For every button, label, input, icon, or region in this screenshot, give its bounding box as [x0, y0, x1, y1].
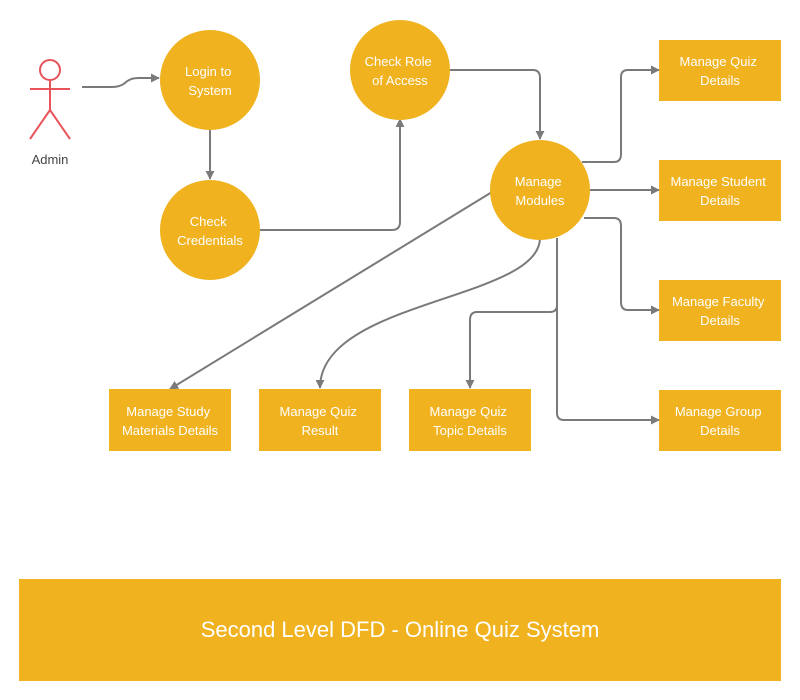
- process-manage-modules-label: Manage Modules: [515, 174, 566, 208]
- entity-faculty-details-label: Manage Faculty Details: [672, 294, 768, 328]
- process-check-credentials-line-1: Check: [190, 214, 227, 229]
- process-login-shape: [160, 30, 260, 130]
- process-manage-modules-line-1: Manage: [515, 174, 562, 189]
- entity-student-details-line-1: Manage Student: [670, 174, 766, 189]
- entity-group-details-label: Manage Group Details: [675, 404, 765, 438]
- process-login: Login to System: [160, 30, 260, 130]
- entity-quiz-result-shape: [259, 389, 381, 451]
- entity-quiz-result-line-1: Manage Quiz: [280, 404, 357, 419]
- entity-faculty-details: Manage Faculty Details: [659, 280, 781, 341]
- diagram-title: Second Level DFD - Online Quiz System: [200, 617, 600, 642]
- process-manage-modules: Manage Modules: [490, 140, 590, 240]
- edge-credentials-to-role: [260, 118, 405, 231]
- process-check-credentials-shape: [160, 180, 260, 280]
- process-manage-modules-shape: [490, 140, 590, 240]
- entity-quiz-result-label: Manage Quiz Result: [280, 404, 361, 438]
- edge-modules-to-group-details: [556, 238, 660, 425]
- entity-quiz-result: Manage Quiz Result: [259, 389, 381, 451]
- process-check-credentials-label: Check Credentials: [177, 214, 243, 248]
- entity-quiz-details-line-2: Details: [700, 73, 740, 88]
- edge-modules-to-quiz-result: [315, 237, 541, 389]
- entity-faculty-details-shape: [659, 280, 781, 341]
- entity-quiz-topic-details-line-2: Topic Details: [433, 423, 507, 438]
- actor-right-leg: [49, 109, 71, 140]
- process-check-role-shape: [350, 20, 450, 120]
- process-login-line-2: System: [188, 83, 231, 98]
- entity-faculty-details-line-1: Manage Faculty: [672, 294, 765, 309]
- entity-study-materials-details-label: Manage Study Materials Details: [122, 404, 219, 438]
- entity-group-details-line-1: Manage Group: [675, 404, 762, 419]
- entity-quiz-details-line-1: Manage Quiz: [680, 54, 757, 69]
- entity-group-details: Manage Group Details: [659, 390, 781, 451]
- entity-quiz-details-shape: [659, 40, 781, 101]
- process-check-credentials: Check Credentials: [160, 180, 260, 280]
- process-check-role: Check Role of Access: [350, 20, 450, 120]
- entity-quiz-details: Manage Quiz Details: [659, 40, 781, 101]
- entity-group-details-line-2: Details: [700, 423, 740, 438]
- entity-student-details-line-2: Details: [700, 193, 740, 208]
- entity-quiz-result-line-2: Result: [302, 423, 339, 438]
- diagram-title-banner: Second Level DFD - Online Quiz System: [19, 579, 781, 681]
- edge-admin-to-login: [82, 73, 160, 88]
- entity-study-materials-details-line-1: Manage Study: [126, 404, 210, 419]
- entity-student-details-shape: [659, 160, 781, 221]
- admin-actor: [29, 59, 71, 140]
- entity-faculty-details-line-2: Details: [700, 313, 740, 328]
- edges-layer: [82, 65, 660, 425]
- entity-study-materials-details-line-2: Materials Details: [122, 423, 219, 438]
- actor-left-leg: [29, 109, 51, 140]
- process-check-role-label: Check Role of Access: [365, 54, 436, 88]
- entity-student-details: Manage Student Details: [659, 160, 781, 221]
- edge-modules-to-study-materials: [169, 191, 493, 390]
- edge-role-to-modules: [450, 69, 545, 140]
- process-login-label: Login to System: [185, 64, 235, 98]
- entity-study-materials-details-shape: [109, 389, 231, 451]
- edge-modules-to-quiz-topic: [465, 300, 558, 389]
- entity-quiz-topic-details-label: Manage Quiz Topic Details: [430, 404, 511, 438]
- process-check-role-line-2: of Access: [372, 73, 428, 88]
- actor-label: Admin: [32, 152, 69, 167]
- entity-group-details-shape: [659, 390, 781, 451]
- entity-study-materials-details: Manage Study Materials Details: [109, 389, 231, 451]
- actor-head: [39, 59, 61, 81]
- process-manage-modules-line-2: Modules: [515, 193, 565, 208]
- entity-quiz-topic-details-shape: [409, 389, 531, 451]
- process-check-role-line-1: Check Role: [365, 54, 432, 69]
- edge-modules-to-faculty-details: [584, 217, 660, 315]
- entity-quiz-topic-details: Manage Quiz Topic Details: [409, 389, 531, 451]
- entity-quiz-topic-details-line-1: Manage Quiz: [430, 404, 507, 419]
- entity-quiz-details-label: Manage Quiz Details: [680, 54, 761, 88]
- process-check-credentials-line-2: Credentials: [177, 233, 243, 248]
- edge-modules-to-quiz-details: [582, 65, 660, 163]
- process-login-line-1: Login to: [185, 64, 231, 79]
- entity-student-details-label: Manage Student Details: [670, 174, 769, 208]
